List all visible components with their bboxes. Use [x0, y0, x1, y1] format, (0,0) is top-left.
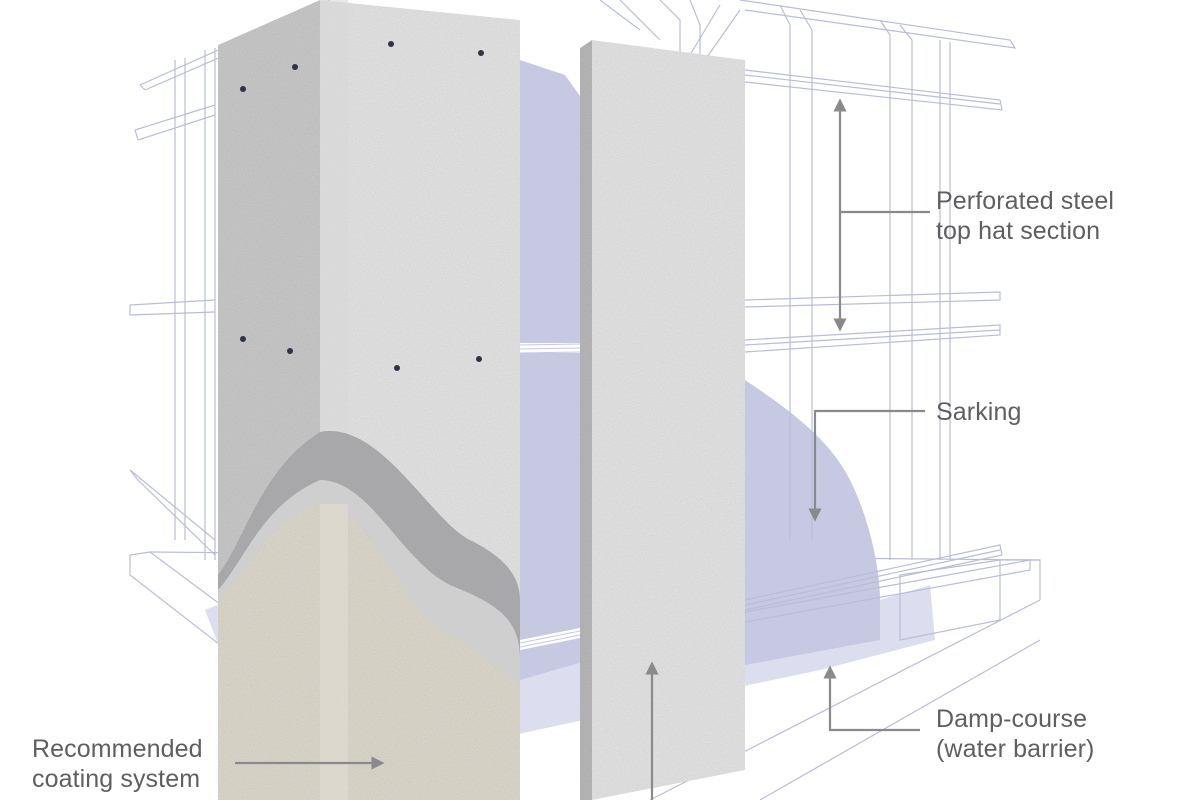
label-coating-system: Recommended coating system — [32, 734, 203, 794]
corner-panel-block — [218, 0, 520, 800]
label-coating-line2: coating system — [32, 765, 201, 793]
label-top-hat-section: Perforated steel top hat section — [936, 186, 1114, 246]
label-coating-line1: Recommended — [32, 735, 203, 763]
sarking-membrane — [520, 60, 590, 680]
label-sarking: Sarking — [936, 397, 1021, 427]
fixing-screws — [240, 41, 484, 371]
label-top-hat-line1: Perforated steel — [936, 187, 1115, 215]
label-damp-course-line1: Damp-course — [936, 705, 1088, 733]
coating-layer-finish — [218, 503, 520, 800]
label-top-hat-line2: top hat section — [936, 217, 1101, 245]
standing-panel — [580, 40, 745, 800]
callout-lines — [235, 98, 930, 800]
label-damp-course: Damp-course (water barrier) — [936, 704, 1094, 764]
label-damp-course-line2: (water barrier) — [936, 735, 1095, 763]
top-hat-rails-over-sarking — [519, 343, 581, 650]
label-sarking-line1: Sarking — [936, 398, 1022, 426]
